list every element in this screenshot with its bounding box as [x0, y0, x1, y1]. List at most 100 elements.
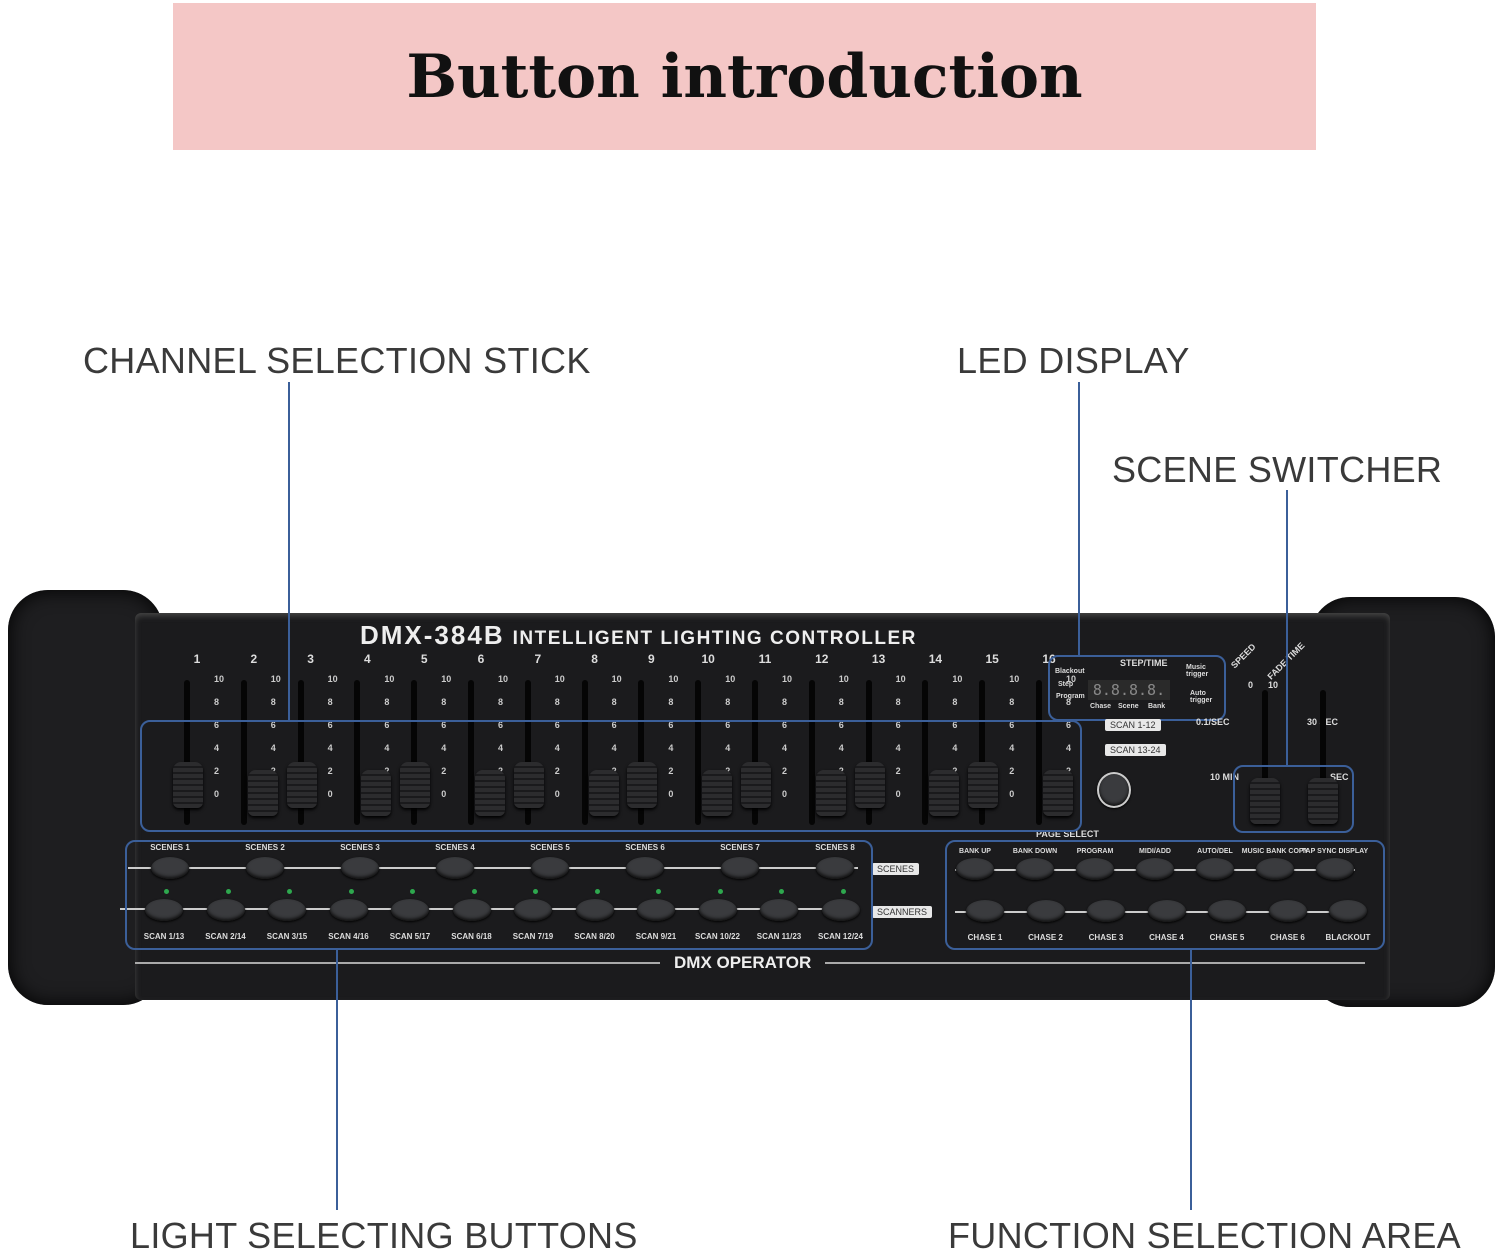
scanner-button[interactable]: [698, 899, 737, 921]
scanner-button[interactable]: [575, 899, 614, 921]
channel-fader-knob[interactable]: [361, 770, 392, 816]
function-button[interactable]: [1076, 858, 1114, 880]
chase-button[interactable]: [1026, 900, 1065, 922]
scanner-led: [410, 889, 415, 894]
chase-button[interactable]: [1268, 900, 1307, 922]
fader-scale-label: 10: [498, 674, 509, 684]
channel-fader-knob[interactable]: [286, 762, 317, 808]
fader-scale-label: 4: [611, 743, 617, 753]
fader-scale-label: 6: [952, 720, 958, 730]
page-select-button[interactable]: [1097, 772, 1131, 808]
fader-scale-label: 0: [554, 789, 560, 799]
scene-label: SCENES 1: [150, 843, 190, 852]
function-button[interactable]: [1016, 858, 1054, 880]
fader-scale-label: 6: [895, 720, 901, 730]
scanner-label: SCAN 11/23: [756, 932, 802, 941]
scanner-led: [533, 889, 538, 894]
scanner-button[interactable]: [637, 899, 675, 921]
scanner-button[interactable]: [206, 899, 245, 921]
scene-button[interactable]: [246, 857, 284, 879]
fader-scale-label: 0: [441, 789, 447, 799]
fader-scale-label: 6: [441, 720, 447, 730]
channel-fader-knob[interactable]: [173, 762, 203, 808]
chase-button[interactable]: [1329, 900, 1367, 922]
fader-scale-label: 10: [270, 674, 281, 684]
fader-slot: [240, 680, 247, 825]
scanner-label: SCAN 1/13: [143, 932, 185, 941]
fader-scale-label: 4: [384, 743, 390, 753]
function-label: AUTO/DEL: [1197, 848, 1233, 855]
scene-button[interactable]: [531, 857, 569, 879]
fader-scale-label: 0: [668, 789, 674, 799]
chase-button[interactable]: [1147, 900, 1186, 922]
scene-button[interactable]: [151, 857, 189, 879]
fader-scale-label: 6: [1066, 720, 1072, 730]
fader-scale-label: 8: [1066, 697, 1072, 707]
scanner-button[interactable]: [268, 899, 306, 921]
channel-fader-knob[interactable]: [627, 762, 658, 808]
scanner-button[interactable]: [452, 899, 491, 921]
channel-fader-knob[interactable]: [929, 770, 960, 816]
channel-fader-knob[interactable]: [815, 770, 846, 816]
scanner-led: [287, 889, 292, 894]
channel-fader-knob[interactable]: [400, 762, 431, 808]
fader-scale-label: 6: [327, 720, 333, 730]
fader-scale-label: 6: [838, 720, 844, 730]
chase-button[interactable]: [1087, 900, 1125, 922]
fader-scale-label: 4: [952, 743, 958, 753]
fader-scale-label: 0: [782, 789, 788, 799]
function-button[interactable]: [1136, 858, 1174, 880]
scenes-rail: [128, 867, 858, 869]
fader-scale-label: 10: [782, 674, 793, 684]
fader-scale-label: 4: [725, 743, 731, 753]
scene-button[interactable]: [721, 857, 759, 879]
fader-scale-label: 2: [554, 766, 560, 776]
channel-fader-knob[interactable]: [513, 762, 544, 808]
scanner-button[interactable]: [514, 899, 552, 921]
scene-label: SCENES 8: [815, 843, 855, 852]
channel-fader-knob[interactable]: [247, 770, 278, 816]
fader-scale-label: 2: [327, 766, 333, 776]
scene-button[interactable]: [816, 857, 854, 879]
scanner-button[interactable]: [821, 899, 860, 921]
scanner-label: SCAN 10/22: [695, 932, 740, 941]
function-button[interactable]: [1316, 858, 1354, 880]
fader-scale-label: 4: [668, 743, 674, 753]
scanner-button[interactable]: [760, 899, 798, 921]
scanner-button[interactable]: [145, 899, 183, 921]
scene-button[interactable]: [341, 857, 379, 879]
fader-scale-label: 10: [1066, 674, 1077, 684]
function-button[interactable]: [1196, 858, 1234, 880]
scene-button[interactable]: [626, 857, 664, 879]
channel-fader-knob[interactable]: [1043, 770, 1073, 816]
callout-line-scene-switcher: [1286, 490, 1288, 765]
channel-fader-knob[interactable]: [968, 762, 999, 808]
function-button[interactable]: [1256, 858, 1294, 880]
callout-scene-switcher: SCENE SWITCHER: [1112, 449, 1443, 490]
model-subtitle: INTELLIGENT LIGHTING CONTROLLER: [512, 628, 917, 649]
scanner-button[interactable]: [391, 899, 429, 921]
channel-fader-knob[interactable]: [702, 770, 733, 816]
chase-label: CHASE 5: [1209, 933, 1245, 942]
led-label-blackout: Blackout: [1055, 668, 1085, 675]
scene-button[interactable]: [436, 857, 474, 879]
scanner-button[interactable]: [329, 899, 368, 921]
fader-scale-label: 10: [668, 674, 679, 684]
fader-scale-label: 2: [214, 766, 220, 776]
fader-slot: [808, 680, 815, 825]
chase-button[interactable]: [1208, 900, 1246, 922]
fade-fader-knob[interactable]: [1308, 778, 1338, 824]
function-button[interactable]: [956, 858, 994, 880]
channel-fader-knob[interactable]: [588, 770, 619, 816]
led-step-time: STEP/TIME: [1120, 658, 1168, 668]
channel-fader-knob[interactable]: [475, 770, 505, 816]
callout-light-selecting-buttons: LIGHT SELECTING BUTTONS: [130, 1215, 638, 1256]
channel-fader-knob[interactable]: [741, 762, 771, 808]
fader-scale-label: 0: [895, 789, 901, 799]
chase-button[interactable]: [966, 900, 1004, 922]
scan-1-12-indicator: SCAN 1-12: [1105, 719, 1161, 731]
fader-slot: [865, 680, 872, 825]
channel-fader-knob[interactable]: [854, 762, 885, 808]
speed-fader-knob[interactable]: [1250, 778, 1280, 824]
fader-scale-label: 2: [895, 766, 901, 776]
